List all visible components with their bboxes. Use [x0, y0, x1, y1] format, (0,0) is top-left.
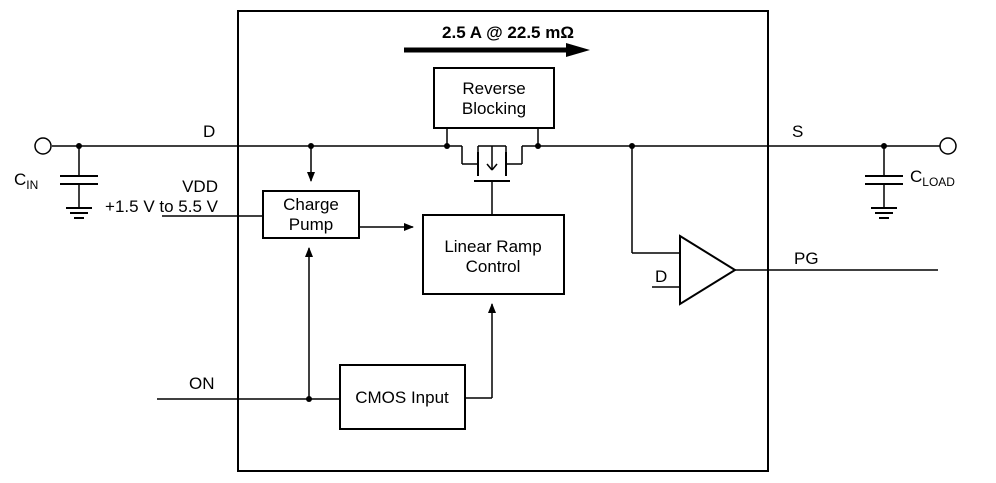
rail-to-charge-pump: [307, 143, 315, 182]
current-rating-label: 2.5 A @ 22.5 mΩ: [442, 23, 574, 42]
comparator-d-label: D: [655, 267, 667, 286]
pin-d-label: D: [203, 122, 215, 141]
reverse-blocking-block: [433, 67, 555, 129]
input-terminal: [34, 137, 52, 155]
cload-label: CLOAD: [910, 167, 955, 189]
input-capacitor: [60, 143, 98, 219]
reverse-blocking-wires: [444, 128, 541, 149]
current-rating-arrow: [404, 43, 590, 57]
load-capacitor: [865, 143, 903, 219]
linear-ramp-label-2: Control: [466, 257, 521, 276]
linear-ramp-block: [422, 214, 565, 295]
cmos-input-block: [339, 364, 466, 430]
reverse-blocking-label-2: Blocking: [462, 99, 526, 118]
pg-comparator: [679, 234, 737, 306]
vdd-range-label: +1.5 V to 5.5 V: [105, 197, 219, 216]
output-terminal: [939, 137, 957, 155]
reverse-blocking-label: Reverse: [462, 79, 525, 98]
charge-pump-block: [262, 190, 360, 239]
cin-label: CIN: [14, 170, 38, 192]
on-label: ON: [189, 374, 215, 393]
linear-ramp-label: Linear Ramp: [444, 237, 541, 256]
vdd-label: VDD: [182, 177, 218, 196]
mosfet-switch: [447, 145, 538, 215]
pg-label: PG: [794, 249, 819, 268]
ic-boundary: [237, 10, 769, 472]
cmos-to-ramp: [465, 303, 496, 399]
pg-sense-wire: [629, 143, 680, 254]
cmos-input-label: CMOS Input: [355, 388, 449, 407]
charge-pump-label: Charge: [283, 195, 339, 214]
charge-pump-label-2: Pump: [289, 215, 333, 234]
pin-s-label: S: [792, 122, 803, 141]
